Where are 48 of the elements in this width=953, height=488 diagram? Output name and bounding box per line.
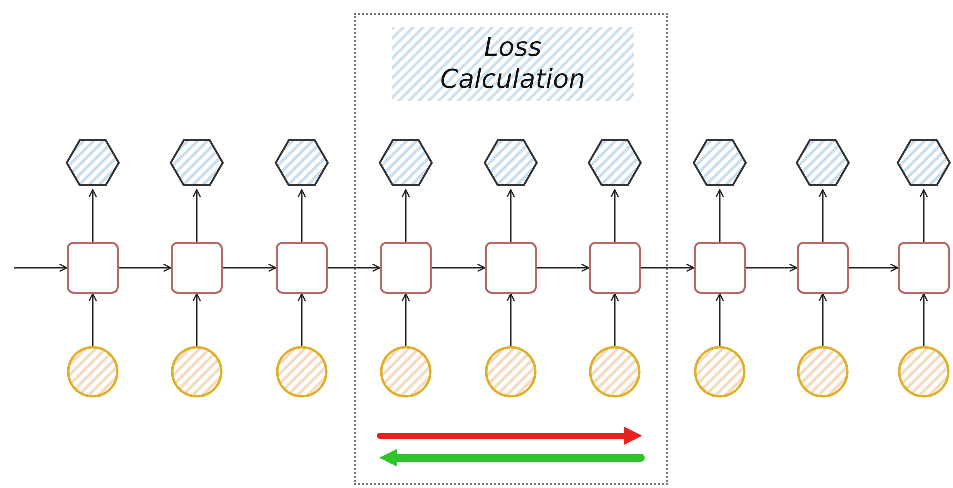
arrow [506, 293, 516, 346]
panel-title: Loss Calculation [439, 32, 587, 96]
arrow [746, 264, 798, 272]
arrow [119, 264, 172, 272]
circle-node [694, 346, 746, 398]
arrow [920, 189, 928, 242]
arrow [716, 293, 724, 346]
square-node [898, 242, 950, 294]
arrow [849, 264, 899, 272]
arrow [14, 264, 68, 272]
circle-node [589, 346, 641, 398]
arrow [432, 264, 486, 272]
arrow [402, 293, 410, 346]
square-node [171, 242, 223, 294]
arrow [88, 189, 98, 242]
circle-node [171, 346, 223, 398]
square-node [67, 242, 119, 294]
arrow [818, 293, 828, 346]
circle-node [276, 346, 328, 398]
circle-node [797, 346, 849, 398]
arrow [192, 189, 202, 242]
square-node [589, 242, 641, 294]
arrow [192, 293, 202, 346]
dotted-frame [354, 13, 668, 485]
arrow [610, 293, 620, 346]
circle-node [67, 346, 119, 398]
arrow [818, 189, 828, 242]
square-node [797, 242, 849, 294]
arrow [402, 189, 410, 242]
square-node [485, 242, 537, 294]
arrow [298, 189, 306, 242]
circle-node [898, 346, 950, 398]
arrow [610, 189, 620, 242]
arrow [537, 264, 590, 272]
arrow [920, 293, 928, 346]
title-panel [392, 27, 634, 101]
circle-node [380, 346, 432, 398]
square-node [694, 242, 746, 294]
arrow [223, 264, 277, 272]
square-node [380, 242, 432, 294]
arrow [641, 264, 695, 272]
arrow [716, 189, 724, 242]
arrow [88, 293, 98, 346]
arrow [298, 293, 306, 346]
circle-node [485, 346, 537, 398]
arrow [328, 264, 381, 272]
square-node [276, 242, 328, 294]
arrow [506, 189, 516, 242]
